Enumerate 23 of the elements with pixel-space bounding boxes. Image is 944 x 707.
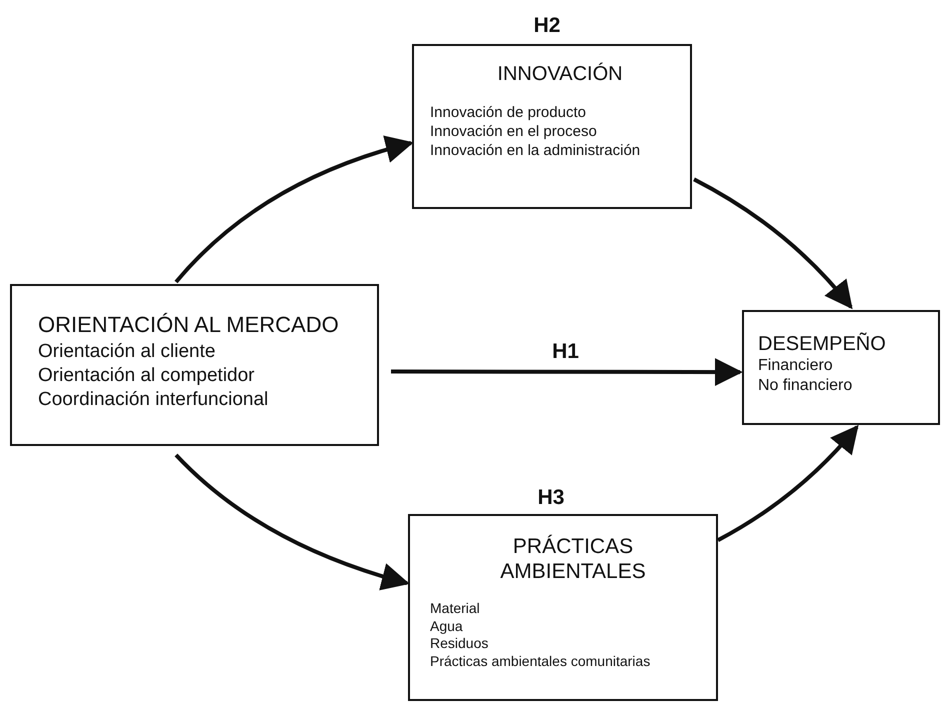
- box-item: Innovación de producto: [430, 104, 586, 123]
- arrow: [693, 178, 853, 310]
- box-item: Coordinación interfuncional: [38, 388, 268, 412]
- arrow: [174, 454, 410, 590]
- box-item: Innovación en el proceso: [430, 122, 597, 142]
- arrow: [717, 424, 859, 542]
- box-item: Financiero: [758, 356, 833, 376]
- concept-box: [742, 310, 940, 425]
- box-item: Prácticas ambientales comunitarias: [430, 652, 650, 670]
- box-item: Agua: [430, 618, 463, 636]
- box-item: Orientación al cliente: [38, 340, 216, 364]
- box-heading: PRÁCTICAS AMBIENTALES: [499, 534, 647, 584]
- concept-box: [10, 284, 379, 446]
- box-item: Material: [430, 600, 480, 618]
- arrow: [391, 358, 743, 386]
- box-heading: ORIENTACIÓN AL MERCADO: [38, 312, 339, 338]
- box-item: No financiero: [758, 376, 852, 396]
- box-item: Orientación al competidor: [38, 364, 254, 388]
- box-item: Innovación en la administración: [430, 142, 640, 160]
- box-item: Residuos: [430, 635, 488, 653]
- box-heading: INNOVACIÓN: [497, 62, 623, 86]
- box-heading: DESEMPEÑO: [758, 332, 886, 356]
- arrow: [174, 136, 414, 284]
